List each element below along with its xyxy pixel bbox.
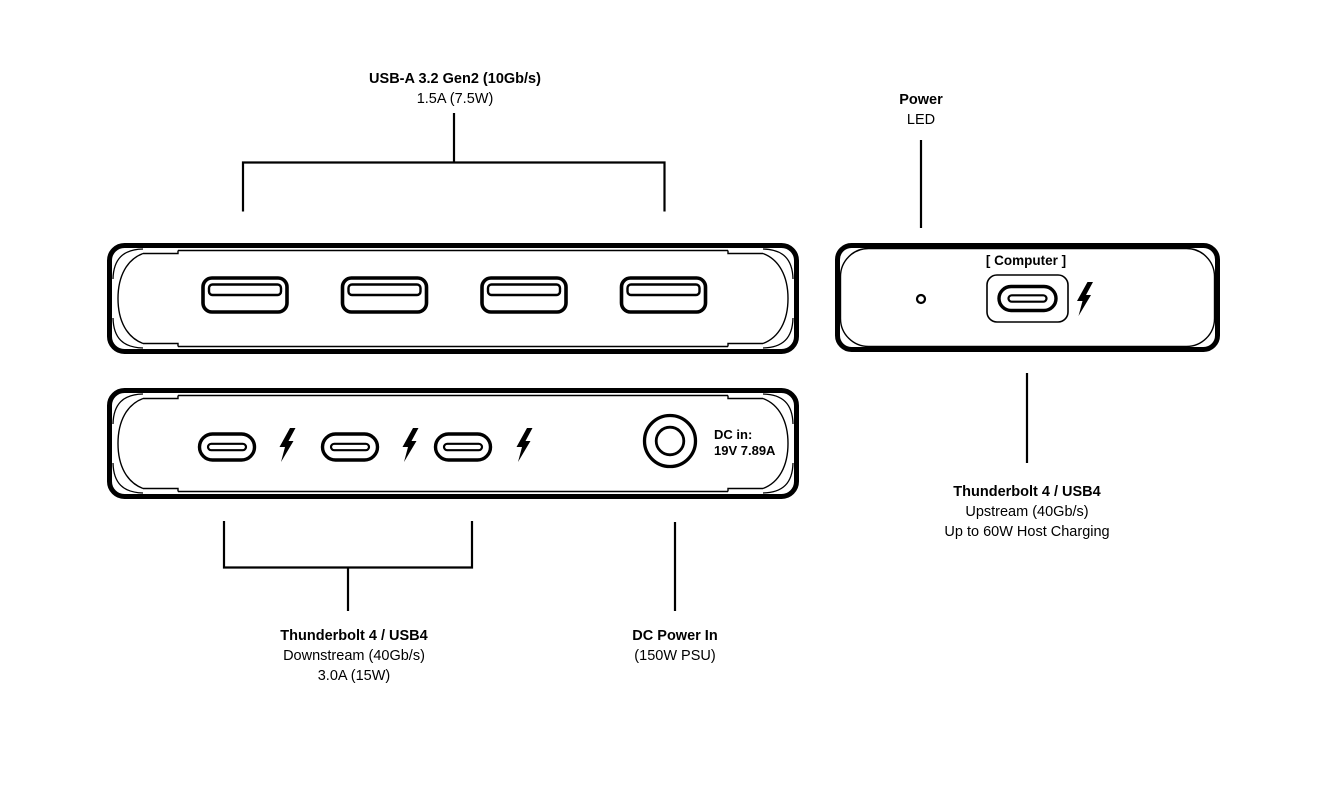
thunderbolt-panel <box>107 388 799 499</box>
dc-in-label-line2: 19V 7.89A <box>714 442 776 458</box>
lightning-bolt-icon <box>516 428 533 462</box>
dc-power-in-title: DC Power In <box>632 628 718 644</box>
power-led-icon <box>915 293 927 305</box>
host-panel <box>835 243 1220 352</box>
power-led-label: Power LED <box>899 90 943 130</box>
usba-label: USB-A 3.2 Gen2 (10Gb/s) 1.5A (7.5W) <box>369 69 541 109</box>
usb-c-port-icon <box>197 432 257 462</box>
tb-downstream-label: Thunderbolt 4 / USB4 Downstream (40Gb/s)… <box>280 626 427 686</box>
tb-ports <box>197 432 493 462</box>
usba-label-line2: 1.5A (7.5W) <box>416 91 494 107</box>
usb-a-port-icon <box>201 276 289 314</box>
tb-upstream-line3: Up to 60W Host Charging <box>944 524 1110 540</box>
usb-a-port-icon <box>480 276 568 314</box>
tb-panel-faceplate <box>117 394 789 493</box>
tb-downstream-title: Thunderbolt 4 / USB4 <box>280 628 428 644</box>
usb-a-port-icon <box>340 276 429 314</box>
usb-c-port-icon <box>433 432 493 462</box>
usb-c-port-icon <box>997 284 1058 313</box>
usba-panel-corner-accents <box>112 248 794 349</box>
dc-power-in-line2: (150W PSU) <box>634 648 716 664</box>
dc-power-in-label: DC Power In (150W PSU) <box>632 626 717 666</box>
dc-in-label-line1: DC in: <box>714 427 753 442</box>
usba-panel-chassis <box>107 243 799 354</box>
tb-downstream-line2: Downstream (40Gb/s) <box>283 648 425 664</box>
lightning-bolt-icon <box>1077 282 1093 316</box>
usba-label-title: USB-A 3.2 Gen2 (10Gb/s) <box>369 71 541 87</box>
usba-ports <box>201 276 708 314</box>
tb-downstream-line3: 3.0A (15W) <box>317 668 391 684</box>
tb-downstream-bracket <box>222 521 474 569</box>
tb-upstream-line2: Upstream (40Gb/s) <box>965 504 1089 520</box>
usba-panel-faceplate <box>117 249 789 348</box>
usb-a-port-icon <box>619 276 708 314</box>
power-led-label-line2: LED <box>906 112 936 128</box>
dc-jack-icon <box>642 413 698 469</box>
dc-in-label: DC in: 19V 7.89A <box>714 427 775 458</box>
host-panel-chassis <box>835 243 1220 352</box>
usba-panel <box>107 243 799 354</box>
computer-port-label: [ Computer ] <box>986 253 1066 268</box>
leader-lines <box>222 113 1029 611</box>
lightning-bolt-icon <box>402 428 419 462</box>
usb-c-port-icon <box>320 432 380 462</box>
power-led-label-title: Power <box>899 92 943 108</box>
host-panel-faceplate <box>839 247 1216 348</box>
tb-panel-corner-accents <box>112 393 794 494</box>
tb-bolts <box>279 428 533 462</box>
tb-upstream-label: Thunderbolt 4 / USB4 Upstream (40Gb/s) U… <box>944 482 1109 542</box>
lightning-bolt-icon <box>279 428 296 462</box>
computer-port-outline <box>986 274 1069 323</box>
computer-port-label-text: [ Computer ] <box>985 253 1067 268</box>
usba-bracket <box>241 161 666 212</box>
tb-upstream-title: Thunderbolt 4 / USB4 <box>953 484 1101 500</box>
